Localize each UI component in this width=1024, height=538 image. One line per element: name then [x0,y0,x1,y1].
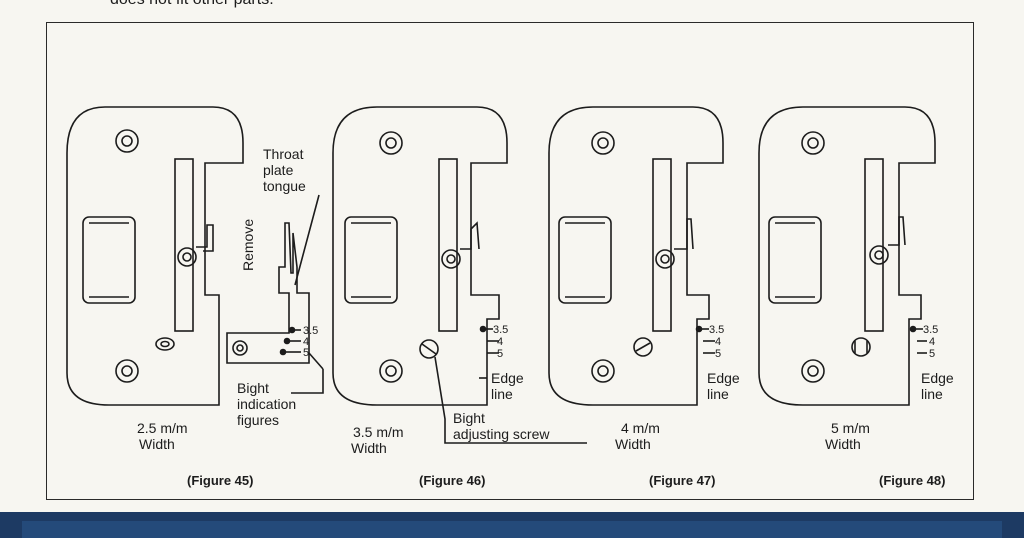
scale-4: 4 [929,336,935,348]
figure-48 [758,106,936,406]
diagram-box: Throat plate tongue Remove 3.5 4 5 3.5 4… [46,22,974,500]
tongue-pointer [294,194,320,286]
width-word-45: Width [139,436,175,452]
label-edge: Edge [491,370,524,386]
scale-5: 5 [497,348,503,360]
width-value-47: 4 m/m [621,420,660,436]
width-value-48: 5 m/m [831,420,870,436]
caption-figure-48: (Figure 48) [879,473,945,488]
bight-pointer [291,369,324,394]
width-word-47: Width [615,436,651,452]
scale-35: 3.5 [923,324,938,336]
scale-5: 5 [303,347,309,359]
throat-plate-diagram: Throat plate tongue Remove 3.5 4 5 3.5 4… [66,106,954,488]
plate-screw-hole [115,359,139,383]
top-text: does not fit other parts. [110,0,274,9]
label-line: line [707,386,729,402]
needle-slot [174,158,194,332]
plate-outline [332,106,508,406]
caption-figure-47: (Figure 47) [649,473,715,488]
bottom-color-band [0,512,1024,538]
figure-45 [66,106,324,406]
scale-4: 4 [303,336,309,348]
width-word-46: Width [351,440,387,456]
scale-4: 4 [497,336,503,348]
screw-pointer [434,356,587,444]
stud [177,247,197,267]
oval-hole [155,337,175,351]
label-edge: Edge [921,370,954,386]
scale-5: 5 [929,348,935,360]
scale-35: 3.5 [493,324,508,336]
figure-47 [548,106,724,406]
adjusting-screw [419,339,439,359]
removed-tongue [226,222,310,364]
width-word-48: Width [825,436,861,452]
label-bight-screw: Bight [453,410,485,426]
plate-outline [758,106,936,406]
width-value-45: 2.5 m/m [137,420,188,436]
plate-outline [66,106,244,406]
label-tongue: tongue [263,178,306,194]
label-plate: plate [263,162,294,178]
label-bight: Bight [237,380,269,396]
scale-5: 5 [715,348,721,360]
scale-35: 3.5 [709,324,724,336]
caption-figure-46: (Figure 46) [419,473,485,488]
label-line: line [491,386,513,402]
label-throat: Throat [263,146,304,162]
plate-screw-hole [115,129,139,153]
label-indication: indication [237,396,296,412]
label-edge: Edge [707,370,740,386]
scale-35: 3.5 [303,325,318,337]
figure-46 [332,106,587,444]
bottom-band-inner [22,521,1002,538]
plate-outline [548,106,724,406]
caption-figure-45: (Figure 45) [187,473,253,488]
feed-dog-slot [82,216,136,304]
label-adjusting-screw: adjusting screw [453,426,550,442]
label-line: line [921,386,943,402]
width-value-46: 3.5 m/m [353,424,404,440]
label-remove: Remove [240,219,256,271]
label-figures: figures [237,412,279,428]
scale-4: 4 [715,336,721,348]
